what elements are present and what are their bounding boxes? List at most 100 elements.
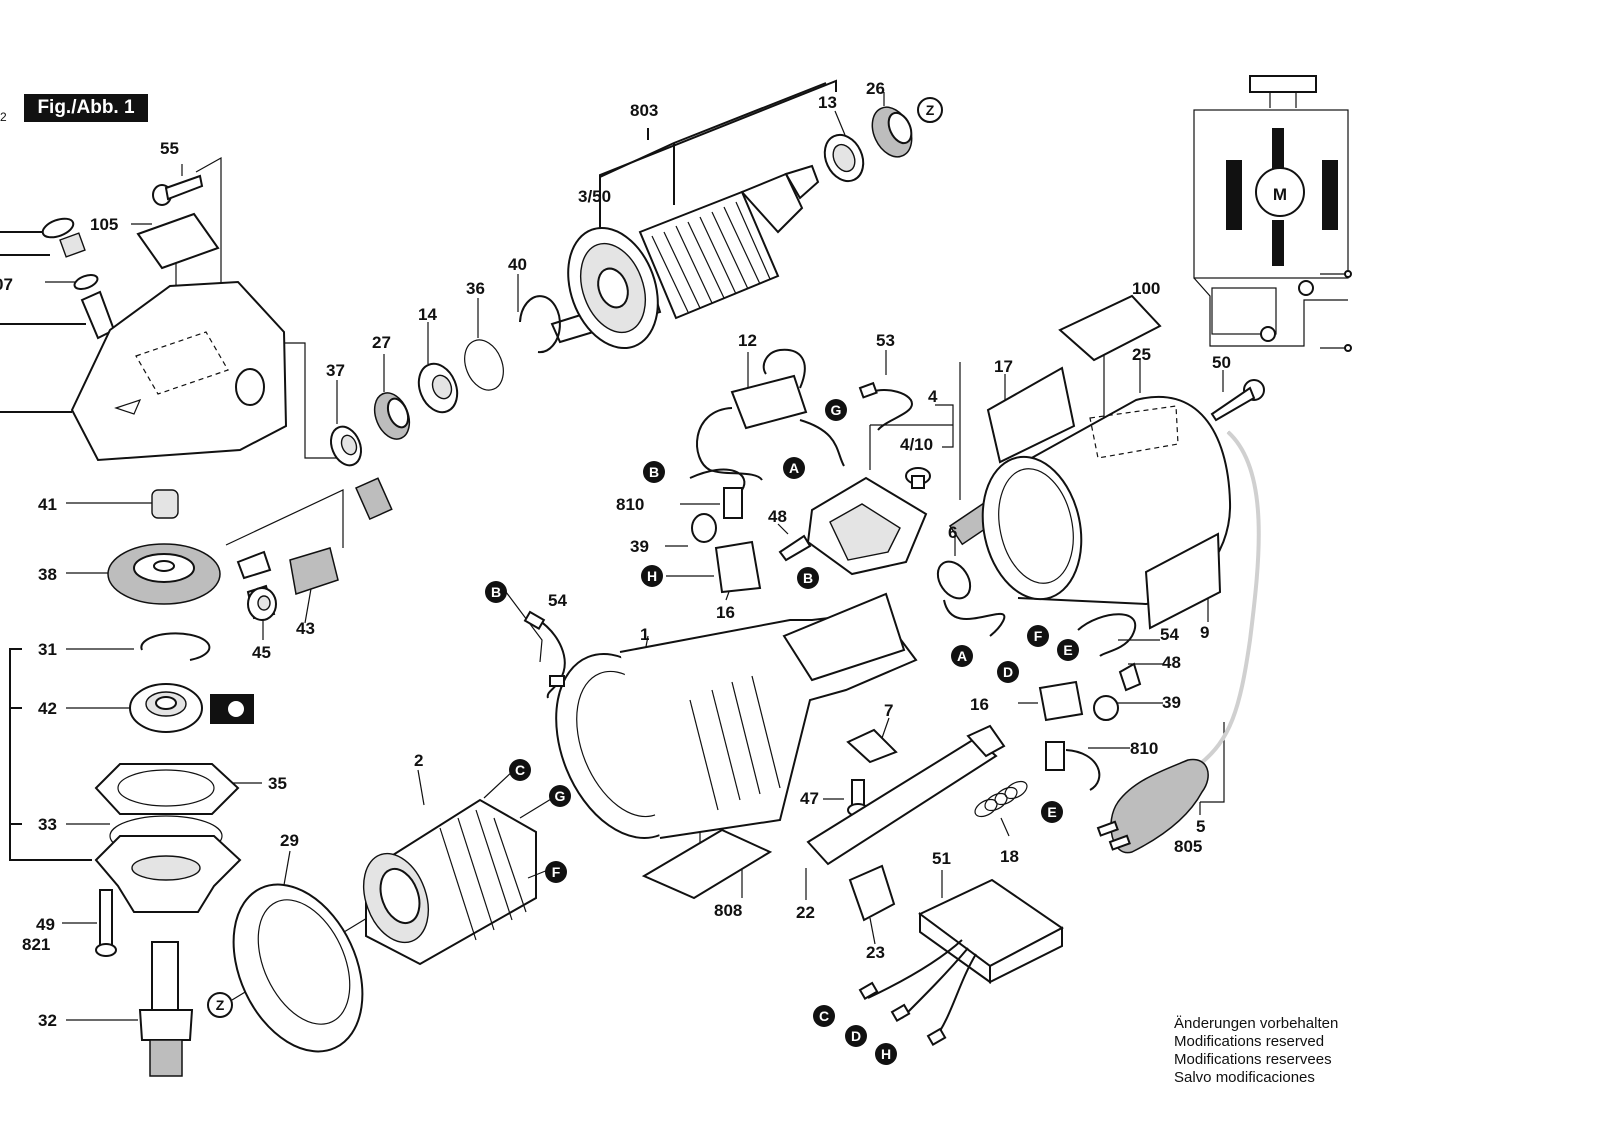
part-label: 43	[296, 619, 315, 638]
part-label: 810	[616, 495, 644, 514]
part-label: 51	[932, 849, 951, 868]
marker-label: Z	[926, 102, 935, 118]
part-label: 25	[1132, 345, 1151, 364]
part-label: 36	[466, 279, 485, 298]
page-mark: 2	[0, 110, 7, 124]
part-label: 2	[414, 751, 423, 770]
switch-and-brushes	[523, 348, 1142, 1047]
connector-marker: C	[509, 759, 531, 781]
modification-notes: Änderungen vorbehalten Modifications res…	[1174, 1015, 1338, 1087]
part-label: 7	[884, 701, 893, 720]
motor-housing	[232, 540, 918, 1053]
connector-marker: H	[875, 1043, 897, 1065]
connector-marker: Z	[917, 97, 943, 123]
connector-marker: B	[797, 567, 819, 589]
marker-label: H	[881, 1046, 891, 1062]
part-label: 55	[160, 139, 179, 158]
motor-symbol-icon	[1255, 167, 1305, 217]
part-label: 810	[1130, 739, 1158, 758]
bearing-row	[330, 295, 561, 467]
part-label: 38	[38, 565, 57, 584]
connector-marker: E	[1041, 801, 1063, 823]
connector-marker: Z	[207, 992, 233, 1018]
part-label: 39	[1162, 693, 1181, 712]
part-label: 808	[714, 901, 742, 920]
part-label: 803	[630, 101, 658, 120]
part-label: 100	[1132, 279, 1160, 298]
wiring-schematic: M	[1193, 75, 1352, 352]
part-label: 45	[252, 643, 271, 662]
marker-label: D	[851, 1028, 861, 1044]
part-number-labels: 803 13 26 3/50 40 36 14 27 37 55 105 07 …	[0, 79, 1231, 1030]
connector-marker: C	[813, 1005, 835, 1027]
part-label: 6	[948, 523, 957, 542]
marker-label: A	[957, 648, 967, 664]
part-label: 12	[738, 331, 757, 350]
part-label: 5	[1196, 817, 1205, 836]
connector-marker: D	[845, 1025, 867, 1047]
marker-label: B	[803, 570, 813, 586]
part-label: 29	[280, 831, 299, 850]
part-label: 17	[994, 357, 1013, 376]
gear-head	[41, 174, 393, 1077]
part-label: 23	[866, 943, 885, 962]
part-label: 40	[508, 255, 527, 274]
part-label: 105	[90, 215, 118, 234]
motor-label: M	[1273, 185, 1287, 204]
note-line: Änderungen vorbehalten	[1174, 1015, 1339, 1032]
marker-label: G	[831, 402, 842, 418]
connection-markers: B A G H B B C	[207, 97, 1079, 1065]
part-label: 805	[1174, 837, 1202, 856]
marker-label: E	[1063, 642, 1072, 658]
part-label: 07	[0, 275, 13, 294]
marker-label: G	[555, 788, 566, 804]
part-label: 41	[38, 495, 57, 514]
part-label: 54	[1160, 625, 1179, 644]
part-label: 49	[36, 915, 55, 934]
part-label: 821	[22, 935, 50, 954]
part-label: 39	[630, 537, 649, 556]
part-label: 33	[38, 815, 57, 834]
part-label: 54	[548, 591, 567, 610]
part-label: 9	[1200, 623, 1209, 642]
part-label: 37	[326, 361, 345, 380]
connector-marker: F	[545, 861, 567, 883]
marker-label: D	[1003, 664, 1013, 680]
connector-marker: D	[997, 661, 1019, 683]
connector-marker: G	[825, 399, 847, 421]
part-label: 26	[866, 79, 885, 98]
part-label: 22	[796, 903, 815, 922]
part-label: 47	[800, 789, 819, 808]
connector-marker: B	[485, 581, 507, 603]
part-label: 32	[38, 1011, 57, 1030]
part-label: 50	[1212, 353, 1231, 372]
part-label: 18	[1000, 847, 1019, 866]
marker-label: E	[1047, 804, 1056, 820]
figure-label: Fig./Abb. 1	[24, 94, 148, 122]
connector-marker: E	[1057, 639, 1079, 661]
part-label: 48	[768, 507, 787, 526]
marker-label: B	[491, 584, 501, 600]
part-label: 42	[38, 699, 57, 718]
part-label: 13	[818, 93, 837, 112]
connector-marker: H	[641, 565, 663, 587]
part-label: 3/50	[578, 187, 611, 206]
connector-marker: A	[951, 645, 973, 667]
marker-label: B	[649, 464, 659, 480]
marker-label: F	[552, 864, 561, 880]
part-label: 16	[716, 603, 735, 622]
part-label: 31	[38, 640, 57, 659]
connector-marker: A	[783, 457, 805, 479]
note-line: Modifications reservees	[1174, 1051, 1332, 1068]
marker-label: C	[819, 1008, 829, 1024]
marker-label: Z	[216, 997, 225, 1013]
connector-marker: B	[643, 461, 665, 483]
part-label: 14	[418, 305, 437, 324]
part-label: 48	[1162, 653, 1181, 672]
note-line: Modifications reserved	[1174, 1033, 1325, 1050]
connector-marker: F	[1027, 625, 1049, 647]
armature-assembly	[550, 106, 913, 350]
part-label: 53	[876, 331, 895, 350]
